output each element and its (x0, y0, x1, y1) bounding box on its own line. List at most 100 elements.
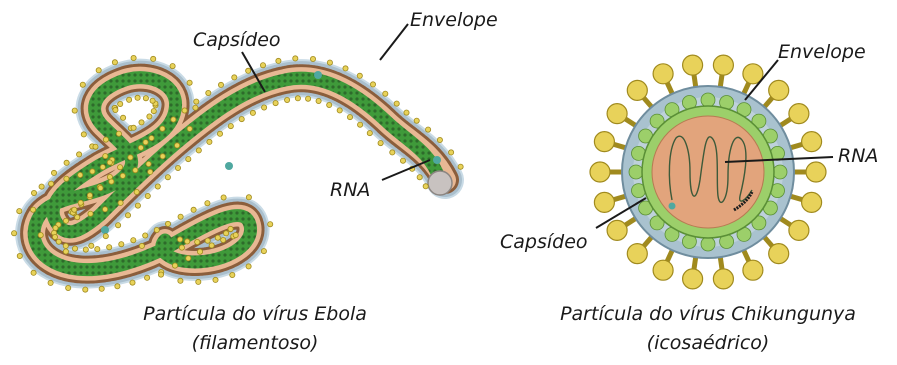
ebola-spike (260, 63, 265, 68)
chik-spike-head (594, 132, 614, 152)
ebola-spike (195, 239, 200, 244)
ebola-spike (145, 193, 150, 198)
ebola-protein-dot (101, 226, 109, 234)
ebola-spike (197, 249, 202, 254)
ebola-spike (83, 247, 88, 252)
chik-caption-line2: (icosaédrico) (647, 332, 770, 354)
ebola-spike (118, 165, 123, 170)
ebola-spike (207, 139, 212, 144)
ebola-envelope-label: Envelope (410, 9, 498, 31)
chik-spike-head (607, 104, 627, 124)
ebola-spike (158, 272, 163, 277)
ebola-spike (175, 165, 180, 170)
ebola-spike (83, 287, 88, 292)
ebola-spike (177, 237, 182, 242)
ebola-spike (327, 60, 332, 65)
ebola-spike (165, 175, 170, 180)
ebola-spike (72, 246, 77, 251)
ebola-spike (113, 107, 118, 112)
chik-spike-head (789, 104, 809, 124)
ebola-spike (98, 186, 103, 191)
ebola-protein-dot (314, 71, 322, 79)
ebola-spike (171, 117, 176, 122)
chik-spike-head (743, 260, 763, 280)
ebola-spike (449, 150, 454, 155)
ebola-spike (95, 247, 100, 252)
ebola-spike (232, 75, 237, 80)
ebola-spike (170, 64, 175, 69)
ebola-spike (130, 280, 135, 285)
chik-spike-head (806, 162, 826, 182)
ebola-spike (145, 275, 150, 280)
ebola-spike (139, 120, 144, 125)
chik-spike-head (653, 260, 673, 280)
ebola-spike (268, 222, 273, 227)
ebola-spike (367, 131, 372, 136)
ebola-spike (178, 214, 183, 219)
ebola-spike (194, 99, 199, 104)
ebola-spike (146, 161, 151, 166)
ebola-spike (63, 218, 68, 223)
ebola-spike (96, 68, 101, 73)
ebola-spike (133, 168, 138, 173)
ebola-spike (127, 97, 132, 102)
ebola-spike (175, 143, 180, 148)
ebola-spike (293, 56, 298, 61)
ebola-spike (81, 132, 86, 137)
ebola-spike (100, 165, 105, 170)
ebola-spike (414, 118, 419, 123)
ebola-spike (187, 80, 192, 85)
ebola-spike (383, 91, 388, 96)
ebola-spike (31, 270, 36, 275)
ebola-spike (358, 122, 363, 127)
ebola-spike (103, 154, 108, 159)
ebola-spike (185, 239, 190, 244)
ebola-spike (51, 170, 56, 175)
ebola-spike (390, 150, 395, 155)
ebola-capsid-label: Capsídeo (193, 29, 281, 51)
chik-spike-head (789, 220, 809, 240)
ebola-spike (30, 207, 35, 212)
ebola-spike (103, 207, 108, 212)
ebola-spike (246, 195, 251, 200)
ebola-rna-label: RNA (330, 179, 370, 201)
ebola-spike (143, 140, 148, 145)
ebola-spike (90, 169, 95, 174)
ebola-spike (99, 286, 104, 291)
chik-spike-head (627, 244, 647, 264)
ebola-spike (112, 60, 117, 65)
ebola-spike (295, 96, 300, 101)
ebola-spike (64, 176, 69, 181)
ebola-spike (239, 117, 244, 122)
ebola-spike (458, 164, 463, 169)
ebola-spike (107, 160, 112, 165)
ebola-spike (118, 200, 123, 205)
ebola-spike (63, 249, 68, 254)
ebola-spike (246, 68, 251, 73)
ebola-spike (128, 155, 133, 160)
ebola-spike (103, 137, 108, 142)
chik-capsomere (629, 165, 643, 179)
ebola-spike (131, 55, 136, 60)
ebola-spike (31, 190, 36, 195)
ebola-spike (378, 141, 383, 146)
ebola-spike (357, 73, 362, 78)
ebola-spike (155, 184, 160, 189)
ebola-spike (182, 108, 187, 113)
ebola-spike (179, 245, 184, 250)
ebola-spike (120, 173, 125, 178)
ebola-tail-bulb (428, 171, 452, 195)
chik-caption-line1: Partícula do vírus Chikungunya (560, 303, 856, 325)
ebola-spike (63, 243, 68, 248)
ebola-spike (115, 284, 120, 289)
ebola-spike (172, 263, 177, 268)
chik-spike-head (713, 269, 733, 289)
ebola-spike (276, 58, 281, 63)
ebola-spike (187, 126, 192, 131)
ebola-spike (285, 97, 290, 102)
ebola-spike (143, 96, 148, 101)
ebola-protein-dot (225, 162, 233, 170)
ebola-spike (160, 154, 165, 159)
ebola-spike (233, 233, 238, 238)
